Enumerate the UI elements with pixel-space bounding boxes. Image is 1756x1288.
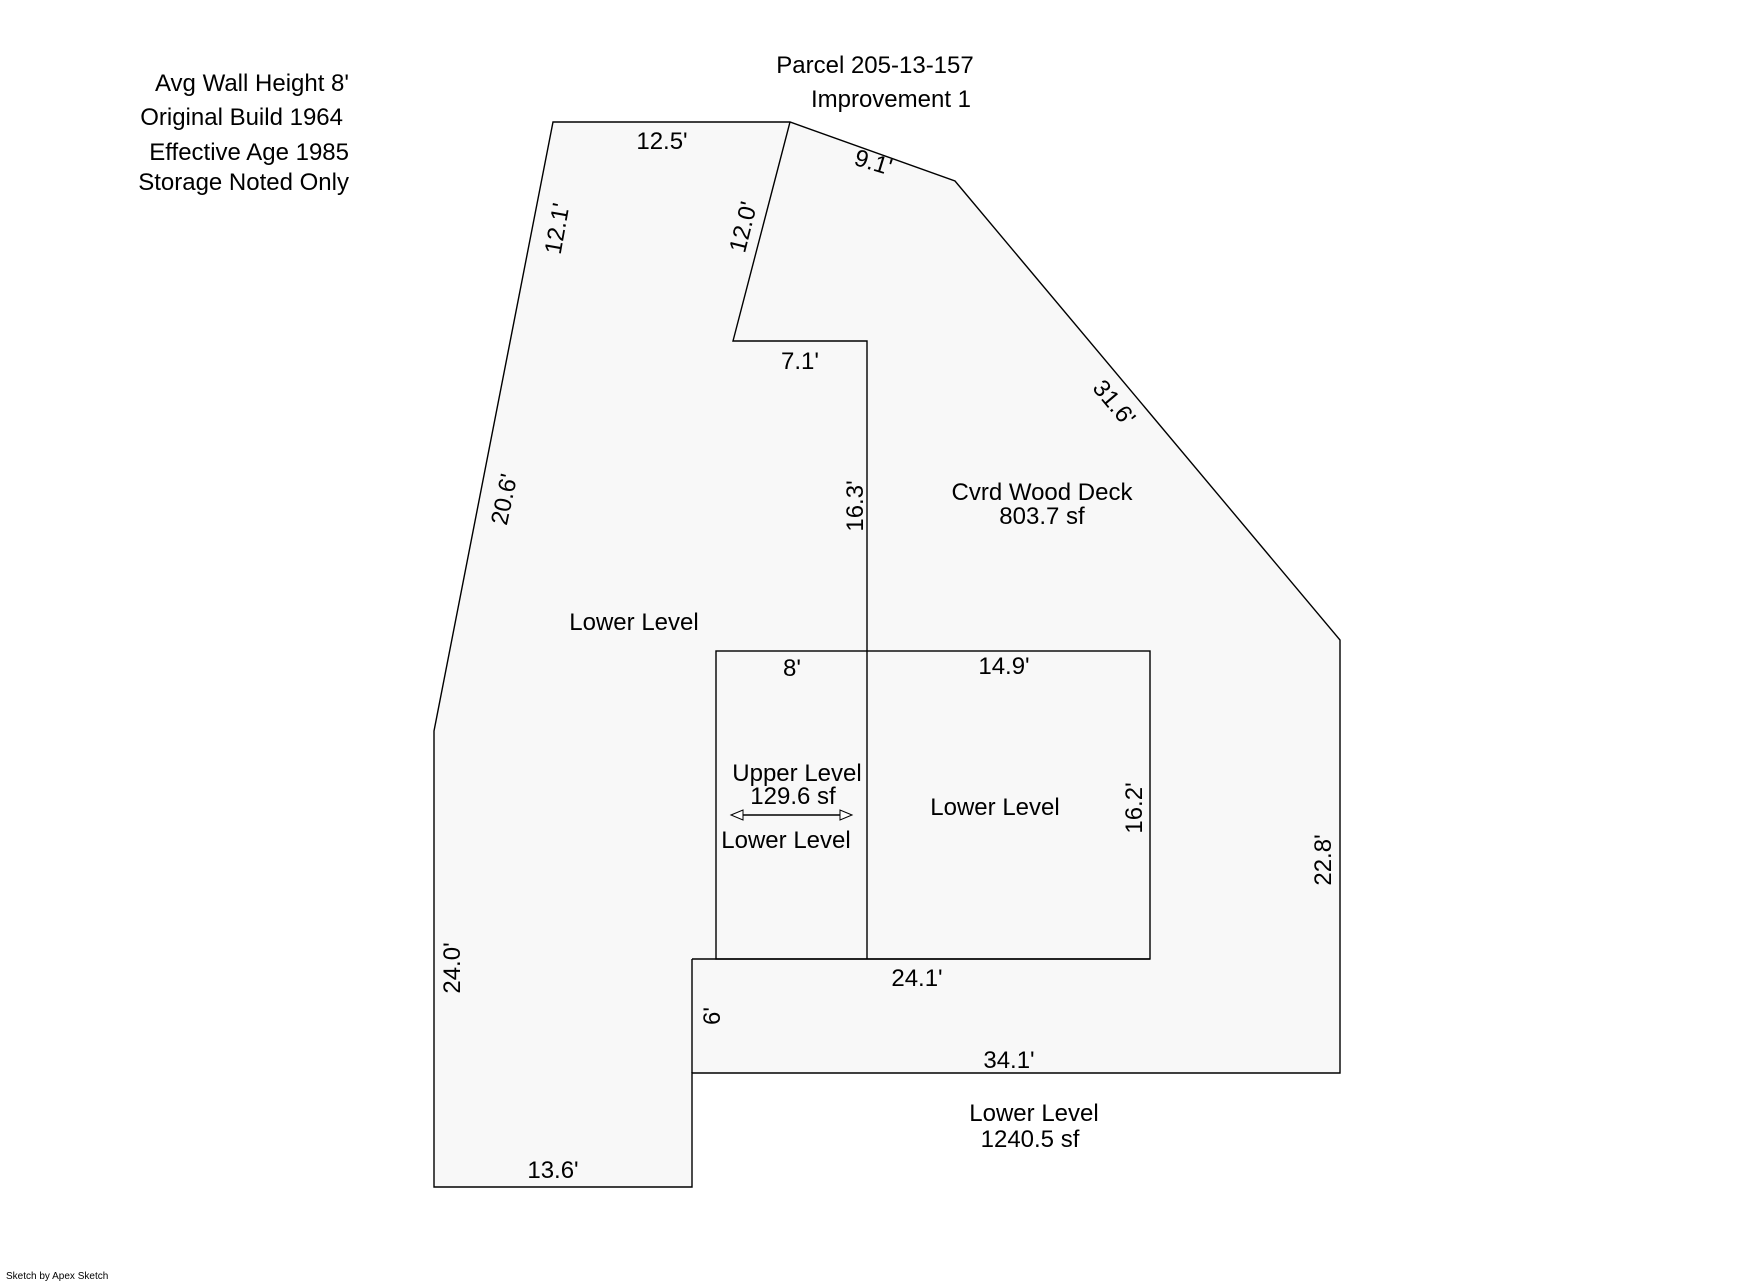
lower-main-label: Lower Level <box>569 609 698 636</box>
dim-lower-right-height: 16.2' <box>1121 782 1148 833</box>
dim-bottom-wide: 34.1' <box>983 1047 1034 1074</box>
upper-area-label: 129.6 sf <box>750 783 836 810</box>
building-outline <box>433 121 1341 1188</box>
credit-text: Sketch by Apex Sketch <box>6 1271 108 1282</box>
span-arrow <box>729 809 854 821</box>
parcel-title: Parcel 205-13-157 <box>776 52 973 79</box>
improvement-title: Improvement 1 <box>811 86 971 113</box>
lower-right-label: Lower Level <box>930 794 1059 821</box>
deck-area-label: 803.7 sf <box>999 503 1085 530</box>
dim-lower-right-width: 14.9' <box>978 653 1029 680</box>
dim-upper-width: 8' <box>783 655 801 682</box>
storage-note: Storage Noted Only <box>138 169 349 196</box>
notch-wall <box>732 121 868 651</box>
wall-height-note: Avg Wall Height 8' <box>155 70 349 97</box>
original-build-note: Original Build 1964 <box>140 104 343 131</box>
dim-bottom-left: 13.6' <box>527 1157 578 1184</box>
dim-bottom-inner: 24.1' <box>891 965 942 992</box>
effective-age-note: Effective Age 1985 <box>149 139 349 166</box>
dim-top-left: 12.5' <box>636 128 687 155</box>
dim-step: 6' <box>699 1007 726 1025</box>
lower-under-upper-label: Lower Level <box>721 827 850 854</box>
lower-total-area-label: 1240.5 sf <box>981 1126 1080 1153</box>
lower-total-name-label: Lower Level <box>969 1100 1098 1127</box>
dim-notch-top: 7.1' <box>781 348 819 375</box>
upper-name-label: Upper Level <box>732 760 861 787</box>
dim-right-side: 22.8' <box>1310 834 1337 885</box>
dim-left-lower: 24.0' <box>439 942 466 993</box>
deck-name-label: Cvrd Wood Deck <box>952 479 1134 506</box>
dim-inner-vertical: 16.3' <box>842 480 869 531</box>
